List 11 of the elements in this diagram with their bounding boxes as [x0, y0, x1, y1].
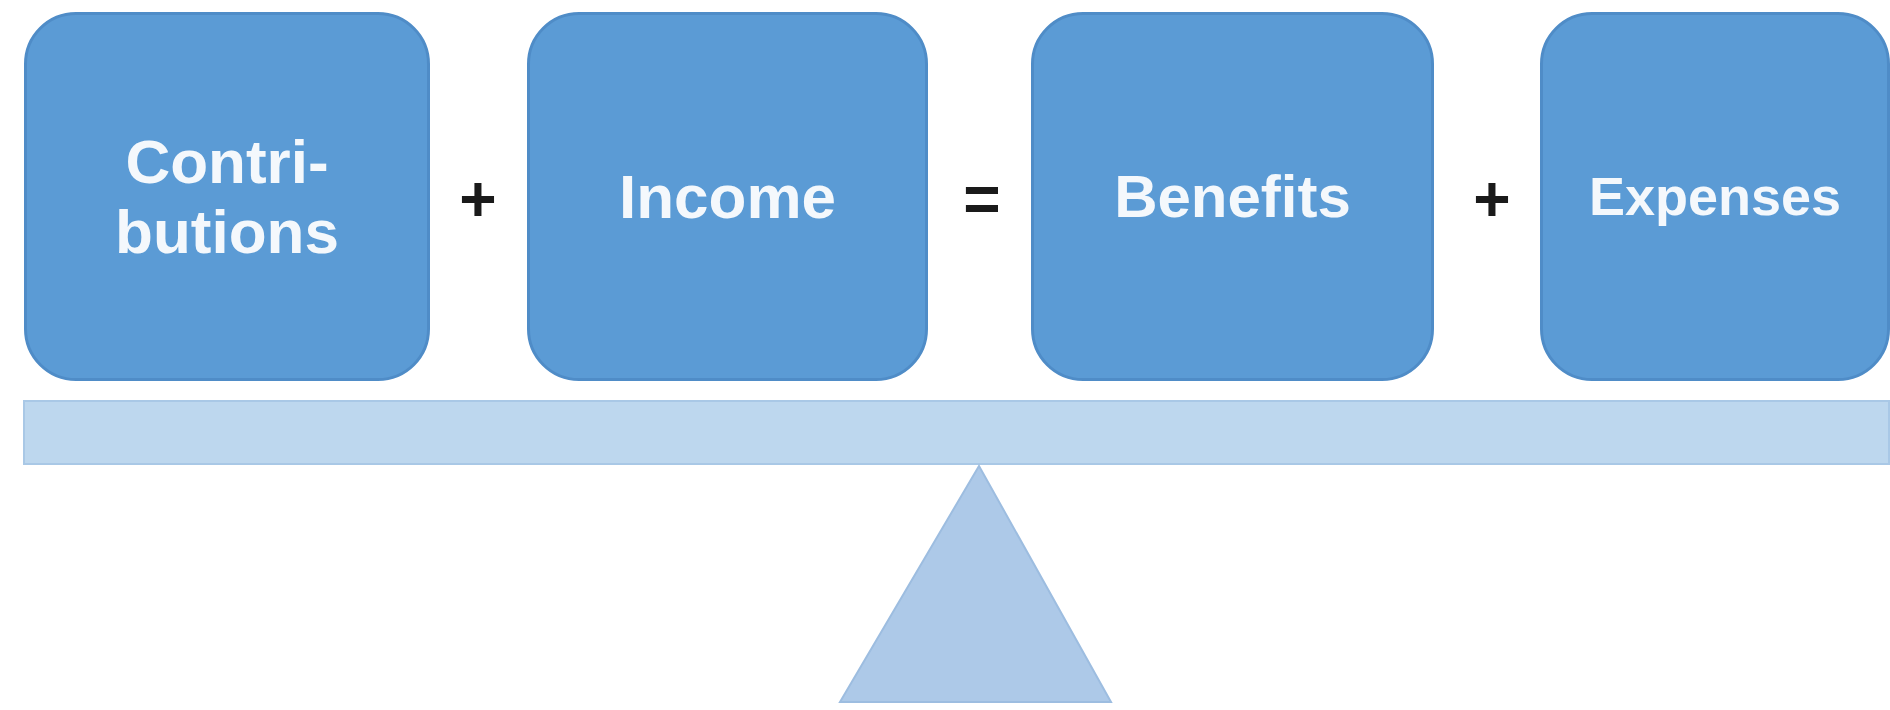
process-box: [24, 12, 430, 381]
box-label: Income: [618, 161, 837, 232]
process-box: [1540, 12, 1890, 381]
process-box: [527, 12, 928, 381]
operator-sign: +: [1473, 162, 1511, 236]
operator-sign: =: [963, 162, 1001, 236]
box-label: Benefits: [1114, 162, 1351, 231]
process-box: [1031, 12, 1434, 381]
operator-sign: +: [459, 162, 497, 236]
box-label: Expenses: [1588, 166, 1842, 227]
box-label: Contri- butions: [114, 127, 340, 266]
